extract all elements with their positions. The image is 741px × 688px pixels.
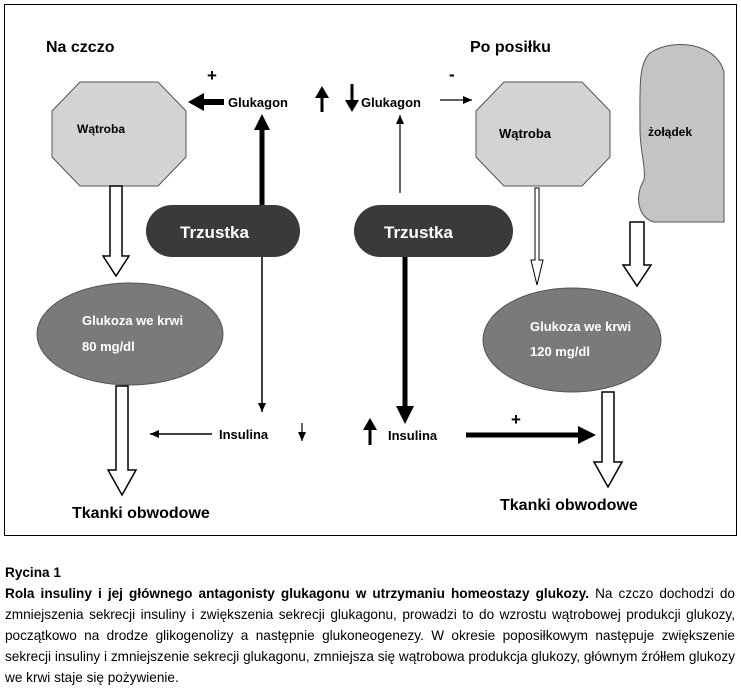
plus-sign-right: + bbox=[511, 410, 521, 429]
hollow-arrow-blood-to-tissues-right bbox=[592, 391, 624, 489]
plus-sign-left: + bbox=[207, 66, 217, 85]
liver-left-label: Wątroba bbox=[77, 122, 125, 136]
glucagon-label-left: Glukagon bbox=[228, 95, 288, 110]
stomach bbox=[638, 44, 725, 223]
pancreas-to-glucagon-arrow-left-head bbox=[254, 114, 270, 130]
liver-right-label: Wątroba bbox=[499, 126, 552, 141]
pancreas-left bbox=[146, 205, 300, 257]
pancreas-to-insulin-arrow-right-head bbox=[396, 406, 414, 424]
pancreas-right bbox=[354, 205, 513, 257]
minus-sign-right: - bbox=[449, 65, 455, 84]
insulin-label-left: Insulina bbox=[219, 427, 269, 442]
diagram-canvas: Na czczo Po posiłku Wątroba Wątroba żołą… bbox=[36, 39, 725, 522]
blood-glucose-right bbox=[482, 287, 662, 393]
insulin-to-tissues-arrow-right-head bbox=[578, 426, 596, 444]
heading-postprandial: Po posiłku bbox=[470, 39, 551, 56]
peripheral-tissues-left: Tkanki obwodowe bbox=[72, 505, 210, 522]
heading-fasting: Na czczo bbox=[46, 39, 115, 56]
caption-title: Rycina 1 bbox=[5, 565, 61, 580]
peripheral-tissues-right: Tkanki obwodowe bbox=[500, 497, 638, 514]
glucagon-to-liver-arrow-left-head bbox=[188, 93, 204, 111]
blood-glucose-left-label: Glukoza we krwi bbox=[82, 313, 183, 328]
blood-glucose-left bbox=[36, 282, 224, 386]
blood-glucose-right-label: Glukoza we krwi bbox=[530, 319, 631, 334]
stomach-label: żołądek bbox=[648, 125, 692, 139]
pancreas-right-label: Trzustka bbox=[384, 223, 454, 242]
caption-bold-sentence: Rola insuliny i jej głównego antagonisty… bbox=[5, 586, 589, 601]
glucagon-down-indicator-head bbox=[345, 100, 359, 112]
glucagon-up-indicator-head bbox=[315, 86, 329, 98]
insulin-up-indicator-head bbox=[363, 418, 377, 430]
figure-frame bbox=[4, 4, 737, 536]
hollow-arrow-stomach-to-blood-right bbox=[621, 221, 653, 288]
caption-body: Rola insuliny i jej głównego antagonisty… bbox=[5, 583, 735, 688]
hollow-arrow-liver-to-blood-left bbox=[101, 185, 131, 278]
figure-caption: Rycina 1 Rola insuliny i jej głównego an… bbox=[5, 562, 735, 688]
thin-arrow-liver-to-blood-right bbox=[530, 187, 544, 286]
blood-glucose-right-value: 120 mg/dl bbox=[530, 344, 590, 359]
blood-glucose-left-value: 80 mg/dl bbox=[82, 339, 135, 354]
glucagon-label-right: Glukagon bbox=[361, 95, 421, 110]
hollow-arrow-blood-to-tissues-left bbox=[106, 385, 138, 497]
pancreas-left-label: Trzustka bbox=[180, 223, 250, 242]
insulin-label-right: Insulina bbox=[388, 428, 438, 443]
caption-text: Na czczo dochodzi do zmniejszenia sekrec… bbox=[5, 586, 735, 685]
liver-right bbox=[475, 81, 611, 187]
liver-left bbox=[51, 81, 187, 187]
